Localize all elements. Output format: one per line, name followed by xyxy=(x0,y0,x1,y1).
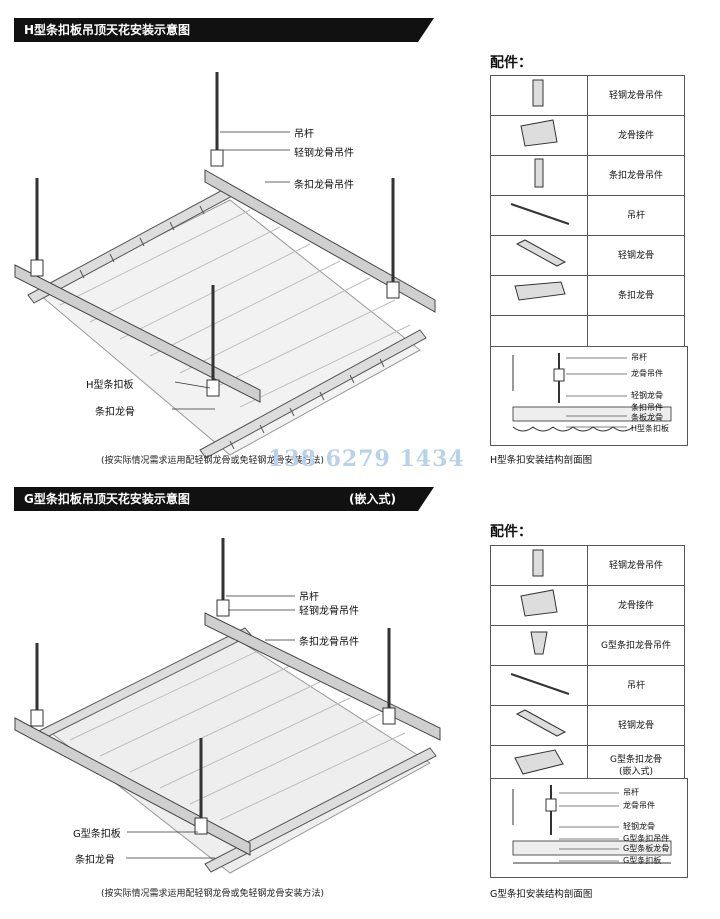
bottom-banner-title: G型条扣板吊顶天花安装示意图 xyxy=(24,492,190,506)
top-label-panel: H型条扣板 xyxy=(86,380,134,391)
top-parts-table: 轻钢龙骨吊件 龙骨接件 条扣龙骨吊件 吊杆 轻钢龙骨 条扣龙骨 xyxy=(490,75,685,352)
part-name: 轻钢龙骨吊件 xyxy=(587,75,685,116)
table-row: 条扣龙骨 xyxy=(490,275,685,316)
part-image xyxy=(490,235,588,276)
bottom-section-label-steel-keel: 轻钢龙骨 xyxy=(623,822,655,831)
part-name: 条扣龙骨吊件 xyxy=(587,155,685,196)
part-name: 吊杆 xyxy=(587,195,685,236)
table-row xyxy=(490,315,685,352)
table-row: 条扣龙骨吊件 xyxy=(490,155,685,196)
table-row: 轻钢龙骨 xyxy=(490,705,685,746)
top-label-rod: 吊杆 xyxy=(294,129,314,140)
part-image xyxy=(490,155,588,196)
bottom-section-caption: G型条扣安装结构剖面图 xyxy=(490,889,593,900)
bottom-section-view: 吊杆 龙骨吊件 轻钢龙骨 G型条扣吊件 G型条板龙骨 G型条扣板 xyxy=(490,778,688,878)
table-row: 轻钢龙骨 xyxy=(490,235,685,276)
part-name: 条扣龙骨 xyxy=(587,275,685,316)
top-parts-title: 配件： xyxy=(490,55,532,71)
part-image xyxy=(490,195,588,236)
part-name: 轻钢龙骨吊件 xyxy=(587,545,685,586)
top-label-clip-hanger: 条扣龙骨吊件 xyxy=(294,180,354,191)
bottom-section-label-rod: 吊杆 xyxy=(623,788,639,797)
bottom-label-panel: G型条扣板 xyxy=(73,829,121,840)
part-name: 轻钢龙骨 xyxy=(587,235,685,276)
part-image xyxy=(490,75,588,116)
bottom-banner-tag: (嵌入式) xyxy=(349,492,396,506)
part-image xyxy=(490,705,588,746)
bottom-parts-table: 轻钢龙骨吊件 龙骨接件 G型条扣龙骨吊件 吊杆 轻钢龙骨 G型条扣龙骨 (嵌入式… xyxy=(490,545,685,786)
part-name: G型条扣龙骨吊件 xyxy=(587,625,685,666)
part-image xyxy=(490,115,588,156)
table-row: 吊杆 xyxy=(490,195,685,236)
table-row: 龙骨接件 xyxy=(490,585,685,626)
part-name: 龙骨接件 xyxy=(587,115,685,156)
top-section-label-clip-hanger: 条扣吊件 xyxy=(631,403,663,412)
bottom-label-main-hanger: 轻钢龙骨吊件 xyxy=(299,606,359,617)
part-name: 龙骨接件 xyxy=(587,585,685,626)
bottom-note: (按实际情况需求运用配轻钢龙骨或免轻钢龙骨安装方法) xyxy=(101,889,325,899)
g-ceiling-diagram xyxy=(14,538,441,874)
top-section-view: 吊杆 龙骨吊件 轻钢龙骨 条扣吊件 条板龙骨 H型条扣板 xyxy=(490,346,688,446)
bottom-section-label-hanger: 龙骨吊件 xyxy=(623,801,655,810)
top-banner: H型条扣板吊顶天花安装示意图 xyxy=(14,18,434,42)
bottom-section-label-strip-keel: G型条板龙骨 xyxy=(623,844,670,853)
part-image xyxy=(490,545,588,586)
part-name: 轻钢龙骨 xyxy=(587,705,685,746)
top-label-main-hanger: 轻钢龙骨吊件 xyxy=(294,148,354,159)
top-section-label-steel-keel: 轻钢龙骨 xyxy=(631,391,663,400)
top-watermark: 138 6279 1434 xyxy=(268,446,465,472)
table-row: 吊杆 xyxy=(490,665,685,706)
top-section-label-panel: H型条扣板 xyxy=(631,424,670,433)
top-note: (按实际情况需求运用配轻钢龙骨或免轻钢龙骨安装方法) xyxy=(101,456,325,466)
table-row: G型条扣龙骨吊件 xyxy=(490,625,685,666)
top-label-keel: 条扣龙骨 xyxy=(95,407,135,418)
bottom-label-clip-hanger: 条扣龙骨吊件 xyxy=(299,637,359,648)
bottom-parts-title: 配件： xyxy=(490,524,532,540)
part-image xyxy=(490,665,588,706)
top-section-caption: H型条扣安装结构剖面图 xyxy=(490,455,593,466)
top-section-label-rod: 吊杆 xyxy=(631,353,647,362)
bottom-label-rod: 吊杆 xyxy=(299,592,319,603)
h-ceiling-diagram xyxy=(14,72,436,459)
table-row: 龙骨接件 xyxy=(490,115,685,156)
part-name: 吊杆 xyxy=(587,665,685,706)
table-row: 轻钢龙骨吊件 xyxy=(490,75,685,116)
part-image xyxy=(490,275,588,316)
bottom-label-keel: 条扣龙骨 xyxy=(75,855,115,866)
part-image xyxy=(490,585,588,626)
top-section-label-hanger: 龙骨吊件 xyxy=(631,369,663,378)
top-section-label-strip-keel: 条板龙骨 xyxy=(631,413,663,422)
bottom-banner: G型条扣板吊顶天花安装示意图 (嵌入式) xyxy=(14,487,434,511)
bottom-section-label-clip-hanger: G型条扣吊件 xyxy=(623,834,670,843)
part-image xyxy=(490,625,588,666)
top-banner-title: H型条扣板吊顶天花安装示意图 xyxy=(24,23,191,37)
bottom-section-label-panel: G型条扣板 xyxy=(623,856,662,865)
table-row: 轻钢龙骨吊件 xyxy=(490,545,685,586)
